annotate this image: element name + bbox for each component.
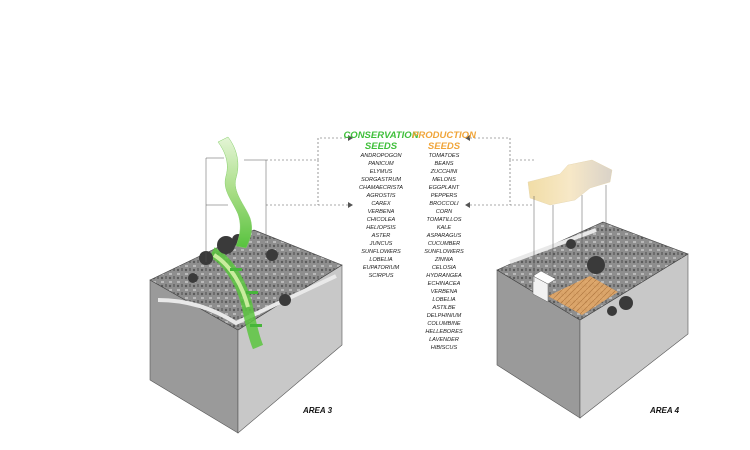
- production-title: PRODUCTION SEEDS: [399, 130, 489, 152]
- conservation-seed-list: ANDROPOGON PANICUM ELYMUS SORGASTRUM CHAMAEC…: [336, 152, 426, 280]
- area-3-model: [149, 136, 343, 434]
- production-seed-item: DELPHINIUM: [426, 313, 462, 319]
- production-seed-item: MELONS: [432, 177, 456, 183]
- production-seed-item: ASPARAGUS: [426, 233, 462, 239]
- area-4-label: AREA 4: [650, 406, 680, 415]
- conservation-seed-item: SUNFLOWERS: [361, 249, 401, 255]
- arrowheads: [348, 135, 470, 208]
- production-seed-item: CELOSIA: [431, 265, 457, 271]
- conservation-title-line2: SEEDS: [364, 141, 398, 152]
- area-4-building-top: [532, 270, 557, 285]
- area-3-conservation-ribbon: [217, 136, 252, 249]
- production-seed-item: TOMATILLOS: [426, 217, 462, 223]
- conservation-seed-item: CAREX: [371, 201, 391, 207]
- conservation-seed-item: ANDROPOGON: [360, 153, 402, 159]
- conservation-seed-item: EUPATORIUM: [362, 265, 400, 271]
- area-4-vertical-guides: [533, 185, 607, 282]
- production-seed-item: CUCUMBER: [427, 241, 461, 247]
- area-4-production-site: [548, 276, 618, 315]
- area-3-road: [157, 274, 337, 326]
- conservation-leaders: [266, 137, 348, 206]
- production-seed-item: VERBENA: [430, 289, 458, 295]
- production-seed-item: SUNFLOWERS: [424, 249, 464, 255]
- production-seed-item: PEPPERS: [430, 193, 458, 199]
- production-seed-item: EGGPLANT: [428, 185, 460, 191]
- production-seed-item: LOBELIA: [432, 297, 456, 303]
- area-4-model: [496, 159, 689, 419]
- production-seed-item: COLUMBINE: [427, 321, 461, 327]
- production-seed-item: HYDRANGEA: [426, 273, 462, 279]
- area-4-production-ribbon: [527, 159, 613, 206]
- conservation-seed-item: VERBENA: [367, 209, 395, 215]
- conservation-title-line1: CONSERVATION: [343, 130, 419, 141]
- production-leaders: [470, 137, 534, 206]
- production-seed-item: BROCCOLI: [429, 201, 459, 207]
- production-seed-item: ZUCCHINI: [430, 169, 458, 175]
- production-seed-item: KALE: [436, 225, 452, 231]
- conservation-seed-item: JUNCUS: [369, 241, 393, 247]
- area-3-label: AREA 3: [303, 406, 333, 415]
- conservation-seed-item: ASTER: [371, 233, 391, 239]
- production-seed-item: ECHINACEA: [427, 281, 461, 287]
- production-seed-item: TOMATOES: [428, 153, 460, 159]
- production-title-line1: PRODUCTION: [412, 130, 476, 141]
- production-seed-item: BEANS: [434, 161, 454, 167]
- production-seed-list: TOMATOES BEANS ZUCCHINI MELONS EGGPLANT PEPPE…: [399, 152, 489, 352]
- production-seed-item: HIBISCUS: [430, 345, 458, 351]
- production-seed-item: HELLEBORES: [425, 329, 463, 335]
- production-seed-item: LAVENDER: [429, 337, 459, 343]
- conservation-title: CONSERVATION SEEDS: [336, 130, 426, 152]
- area-3-green-corridor-light: [212, 253, 250, 308]
- conservation-seed-item: CHAMAECRISTA: [358, 185, 404, 191]
- production-seed-item: CORN: [435, 209, 453, 215]
- conservation-seed-item: AGROSTIS: [366, 193, 396, 199]
- area-3-green-tags: [230, 268, 262, 327]
- area-3-vertical-guides: [205, 157, 267, 262]
- conservation-seed-item: ELYMUS: [369, 169, 393, 175]
- conservation-seed-item: SCIRPUS: [368, 273, 394, 279]
- conservation-seed-item: HELIOPSIS: [366, 225, 396, 231]
- production-seed-item: ZINNIA: [434, 257, 454, 263]
- production-seed-item: ASTILBE: [432, 305, 456, 311]
- conservation-seed-item: PANICUM: [368, 161, 394, 167]
- production-title-line2: SEEDS: [427, 141, 461, 152]
- conservation-seed-item: SORGASTRUM: [360, 177, 402, 183]
- conservation-seed-item: CHICOLEA: [366, 217, 396, 223]
- area-4-trees: [566, 239, 633, 316]
- conservation-seed-item: LOBELIA: [369, 257, 393, 263]
